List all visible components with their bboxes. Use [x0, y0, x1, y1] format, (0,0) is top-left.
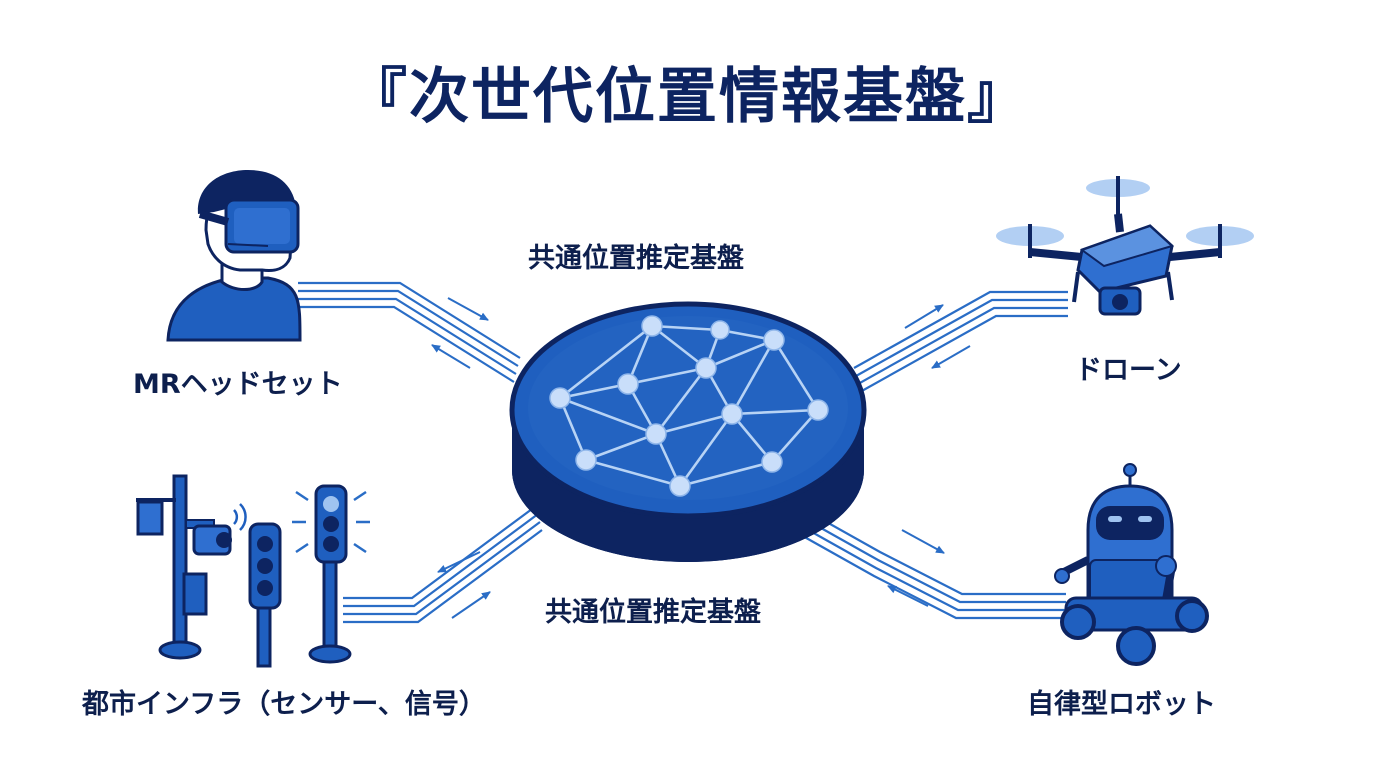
arrow-to-hub-robot — [887, 585, 929, 607]
arrow-to-infra — [437, 551, 481, 573]
link-city-infra — [343, 505, 543, 624]
arrow-to-hub-mr — [447, 297, 489, 321]
robot-label: 自律型ロボット — [1027, 689, 1216, 720]
city-infra-label: 都市インフラ（センサー、信号） — [82, 689, 486, 720]
mr-headset-user-icon — [166, 170, 302, 342]
drone-icon — [996, 176, 1254, 316]
page-title: 『次世代位置情報基盤』 — [347, 62, 1029, 132]
link-robot — [791, 505, 1066, 620]
arrow-from-hub-mr — [431, 344, 471, 369]
city-infra-icon — [136, 474, 370, 668]
arrow-to-hub-drone — [931, 345, 971, 369]
mr-headset-label: MRヘッドセット — [133, 369, 343, 400]
hub-disk — [509, 301, 867, 562]
link-mr-headset — [298, 281, 521, 383]
drone-label: ドローン — [1075, 355, 1182, 386]
arrow-to-robot — [901, 529, 945, 554]
hub-label-bottom: 共通位置推定基盤 — [545, 597, 761, 628]
link-drone — [853, 290, 1068, 393]
arrow-from-hub-drone — [904, 304, 944, 329]
network-nodes — [549, 315, 829, 497]
arrow-to-hub-infra — [451, 591, 491, 619]
hub-label-top: 共通位置推定基盤 — [528, 243, 744, 274]
robot-icon — [1054, 463, 1209, 666]
